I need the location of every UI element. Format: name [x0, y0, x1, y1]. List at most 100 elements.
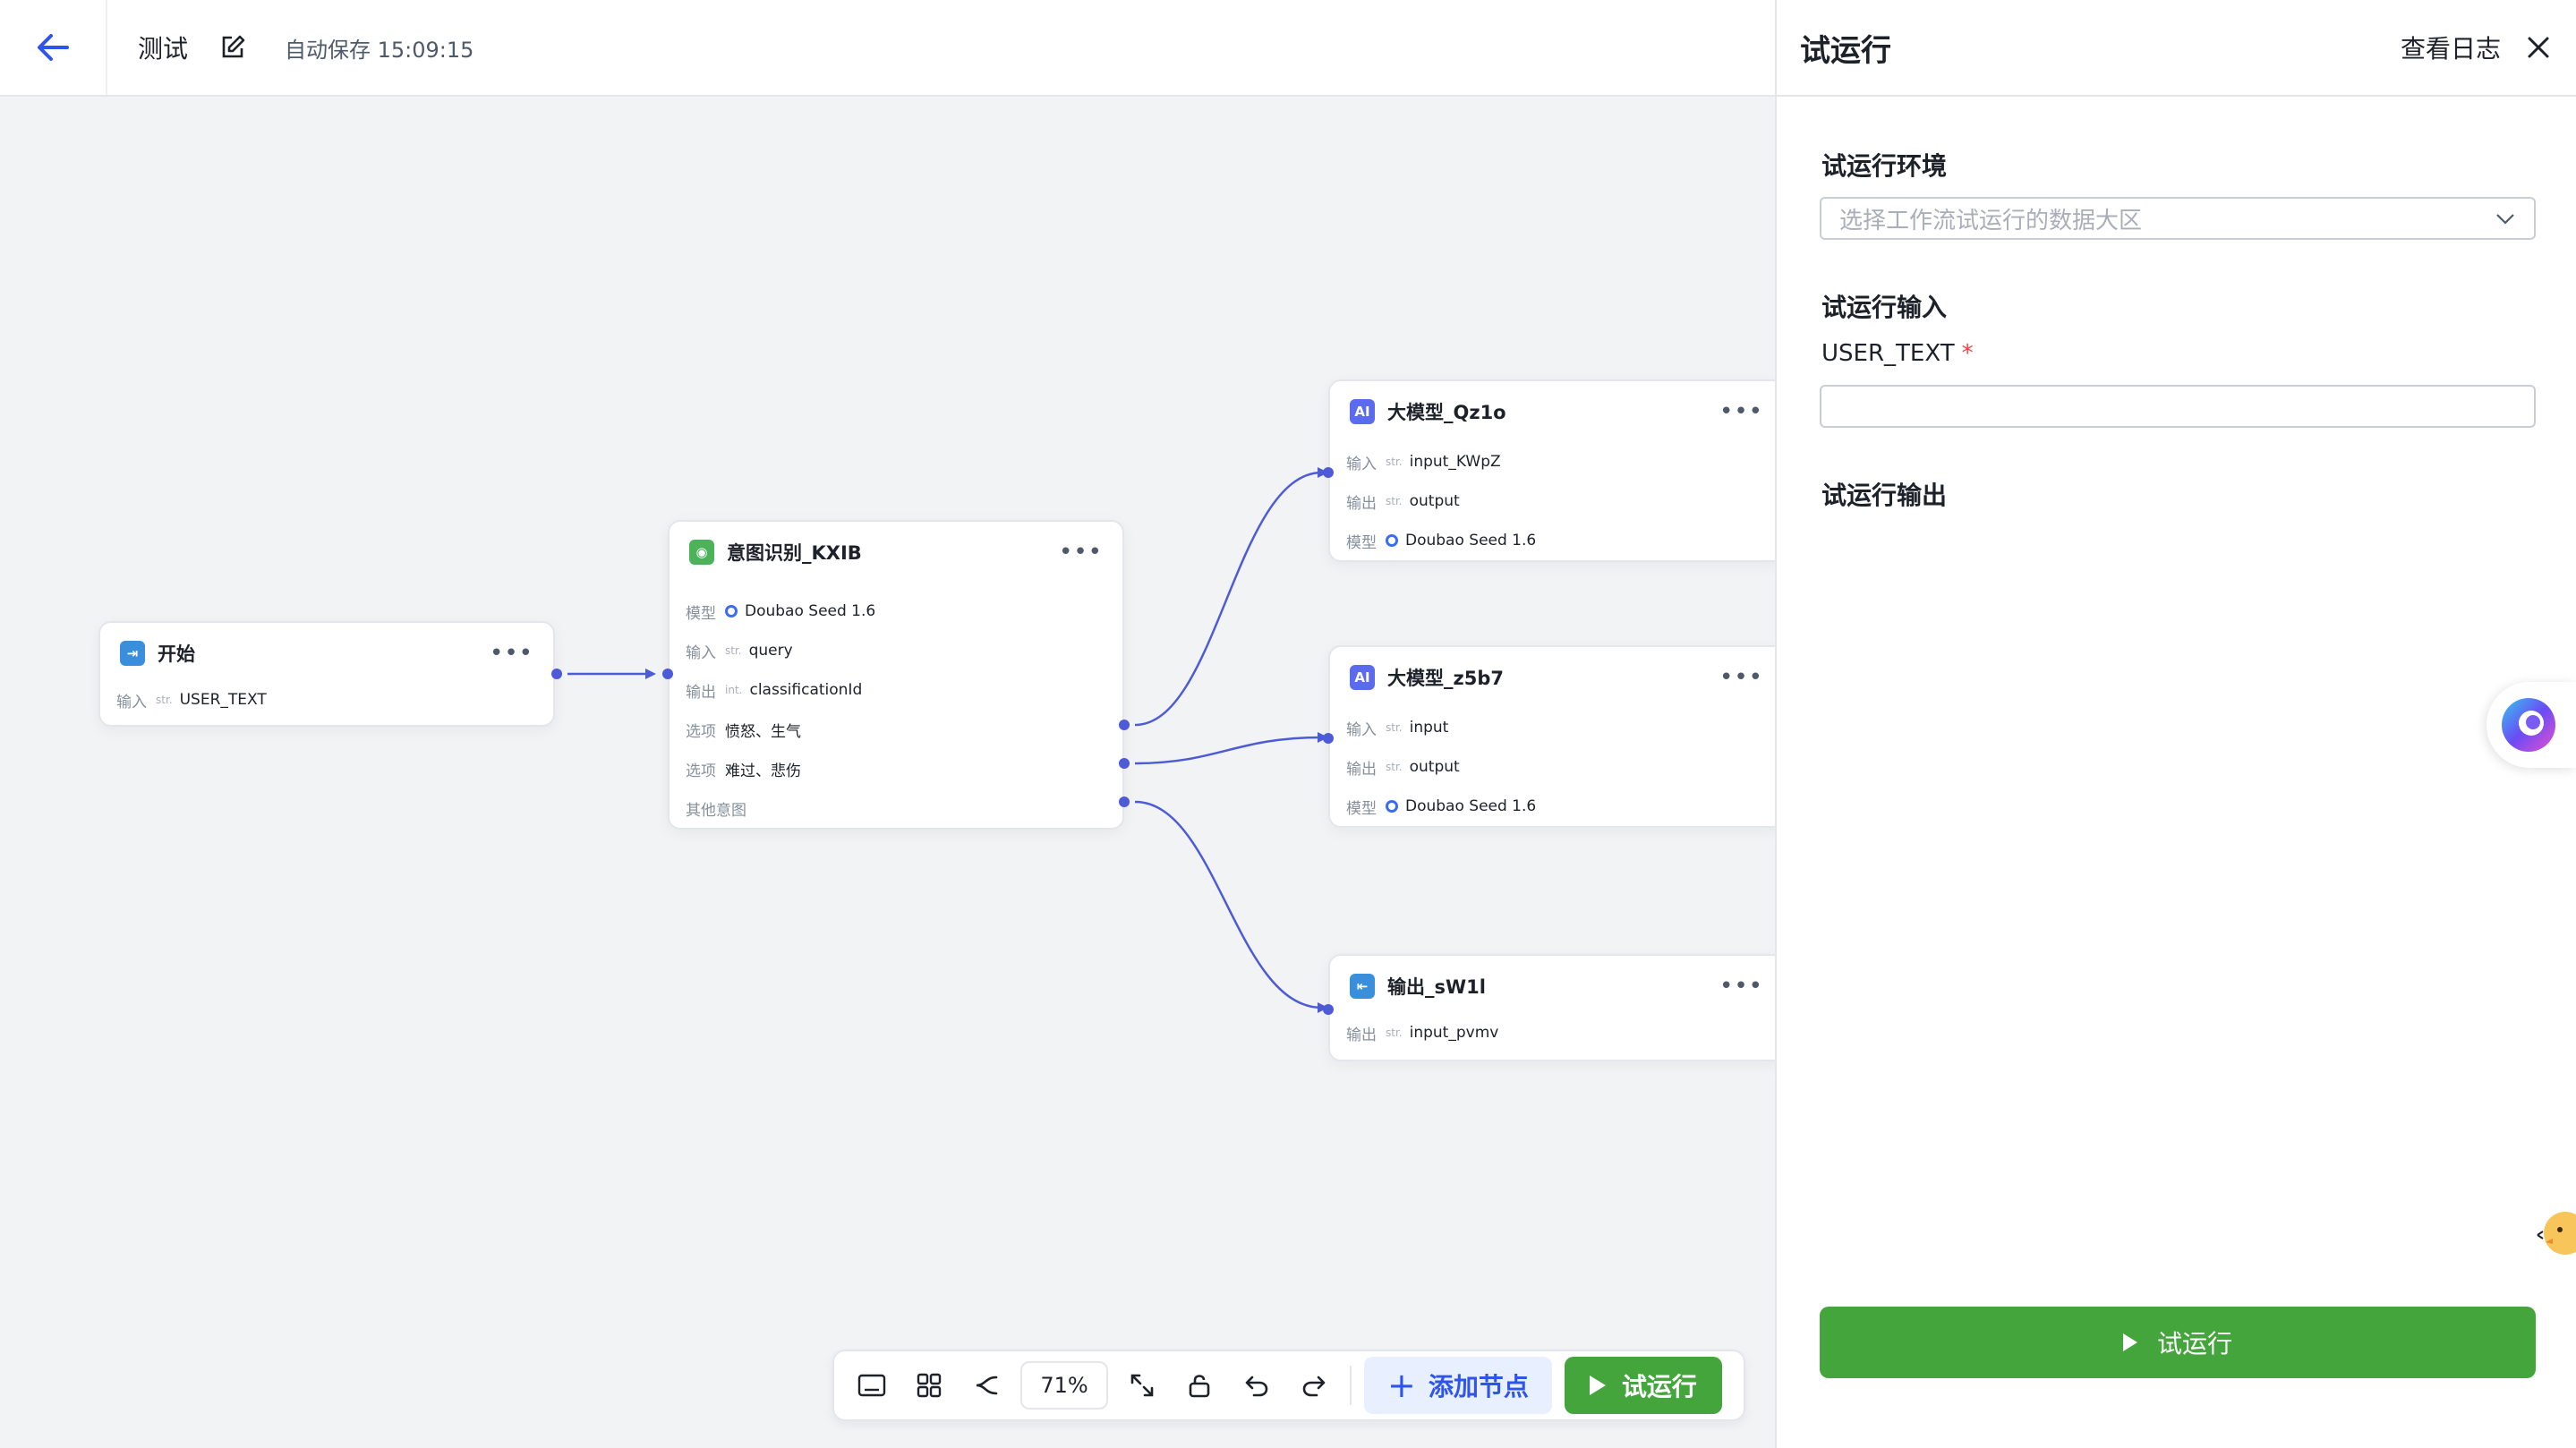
minimap-button[interactable] [843, 1357, 900, 1414]
row-label: 输入 [686, 643, 716, 662]
row-value: Doubao Seed 1.6 [1405, 532, 1537, 549]
mascot-icon [2537, 1212, 2576, 1255]
toolbar-divider [1350, 1366, 1352, 1405]
line-style-button[interactable] [958, 1357, 1015, 1414]
edit-title-button[interactable] [217, 31, 249, 64]
model-icon [725, 605, 738, 618]
node-output-sw1l[interactable]: ⇤ 输出_sW1l ••• 输出 str. input_pvmv [1323, 954, 1775, 1061]
option-value: 愤怒、生气 [725, 722, 801, 741]
more-icon[interactable]: ••• [1719, 973, 1763, 1000]
redo-icon [1302, 1376, 1326, 1397]
row-value: output [1409, 492, 1460, 510]
node-title: 开始 [158, 643, 195, 665]
expand-icon [1130, 1374, 1154, 1397]
arrowhead-intent [645, 669, 656, 679]
arrow-left-icon [38, 34, 69, 61]
input-port[interactable] [1323, 1004, 1334, 1015]
node-intent[interactable]: ◉ 意图识别_KXIB ••• 模型 Doubao Seed 1.6 输入 st… [662, 520, 1130, 830]
undo-icon [1245, 1376, 1268, 1397]
option2-port[interactable] [1119, 758, 1130, 769]
row-label: 输入 [116, 693, 147, 711]
row-label: 输入 [1346, 720, 1377, 739]
assistant-float-button[interactable] [2486, 682, 2576, 768]
user-text-input[interactable] [1820, 385, 2536, 428]
node-start[interactable]: ⇥ 开始 ••• 输入 str. USER_TEXT [98, 621, 562, 727]
mascot-float[interactable] [2535, 1199, 2576, 1262]
row-value: input_KWpZ [1409, 453, 1501, 471]
model-icon [1386, 534, 1398, 547]
run-label: 试运行 [1621, 1372, 1697, 1401]
other-intent-label: 其他意图 [686, 801, 746, 820]
type-tag: int. [725, 684, 743, 696]
unlock-icon [1189, 1375, 1210, 1398]
canvas-toolbar: 71% + 添加节点 试运行 [832, 1350, 1745, 1421]
redo-button[interactable] [1285, 1357, 1343, 1414]
top-header: 测试 自动保存 15:09:15 [0, 0, 1775, 97]
auto-layout-button[interactable] [900, 1357, 958, 1414]
option1-port[interactable] [1119, 720, 1130, 730]
type-tag: str. [725, 644, 742, 657]
row-value: query [748, 642, 793, 660]
lock-button[interactable] [1171, 1357, 1228, 1414]
row-value: classificationId [749, 681, 863, 699]
node-llm-z5b7[interactable]: AI 大模型_z5b7 ••• 输入 str. input 输出 str. ou… [1323, 645, 1775, 828]
close-icon [2528, 37, 2549, 58]
env-select[interactable]: 选择工作流试运行的数据大区 [1820, 197, 2536, 240]
more-icon[interactable]: ••• [489, 640, 533, 667]
edge-intent-output [1134, 800, 1323, 1009]
row-label: 输出 [1346, 494, 1377, 513]
zoom-level[interactable]: 71% [1020, 1361, 1108, 1410]
chevron-down-icon [2496, 214, 2514, 225]
more-icon[interactable]: ••• [1719, 664, 1763, 691]
row-label: 输出 [1346, 760, 1377, 779]
other-port[interactable] [1119, 796, 1130, 807]
field-name: USER_TEXT [1821, 340, 1955, 367]
type-tag: str. [1386, 495, 1403, 507]
row-label: 模型 [1346, 799, 1377, 818]
undo-button[interactable] [1228, 1357, 1285, 1414]
row-value: input_pvmv [1409, 1024, 1499, 1042]
intent-icon: ◉ [689, 540, 714, 565]
output-port[interactable] [551, 669, 562, 679]
minimap-icon [857, 1374, 886, 1397]
node-llm-qz1o[interactable]: AI 大模型_Qz1o ••• 输入 str. input_KWpZ 输出 st… [1323, 379, 1775, 562]
row-label: 选项 [686, 762, 716, 780]
back-button[interactable] [0, 0, 107, 95]
assistant-logo-icon [2502, 698, 2555, 752]
start-icon: ⇥ [120, 641, 145, 666]
input-port[interactable] [1323, 467, 1334, 478]
output-section-label: 试运行输出 [1821, 481, 1948, 510]
type-tag: str. [1386, 1026, 1403, 1039]
option-value: 难过、悲伤 [725, 762, 801, 780]
more-icon[interactable]: ••• [1058, 539, 1103, 566]
row-value: USER_TEXT [179, 691, 267, 709]
more-icon[interactable]: ••• [1719, 398, 1763, 425]
close-panel-button[interactable] [2522, 31, 2555, 64]
curve-line-icon [976, 1376, 998, 1395]
row-value: Doubao Seed 1.6 [745, 602, 876, 620]
workflow-canvas[interactable]: ⇥ 开始 ••• 输入 str. USER_TEXT ◉ 意图识别_KXIB •… [0, 97, 1775, 1448]
toolbar-run-button[interactable]: 试运行 [1564, 1357, 1722, 1414]
edge-intent-llm2 [1134, 736, 1323, 765]
row-label: 输出 [1346, 1026, 1377, 1044]
panel-run-button[interactable]: 试运行 [1820, 1307, 2536, 1378]
view-log-link[interactable]: 查看日志 [2400, 34, 2501, 64]
row-label: 选项 [686, 722, 716, 741]
model-icon [1386, 800, 1398, 813]
node-title: 大模型_Qz1o [1387, 402, 1506, 423]
autosave-status: 自动保存 15:09:15 [285, 37, 474, 63]
type-tag: str. [1386, 456, 1403, 468]
test-run-panel: 试运行 查看日志 试运行环境 选择工作流试运行的数据大区 试运行输入 USER_… [1775, 0, 2576, 1448]
row-label: 模型 [686, 604, 716, 623]
zoom-value: 71% [1040, 1373, 1088, 1398]
node-title: 输出_sW1l [1387, 976, 1486, 998]
add-node-button[interactable]: + 添加节点 [1364, 1357, 1552, 1414]
add-node-label: 添加节点 [1428, 1372, 1529, 1401]
env-section-label: 试运行环境 [1821, 151, 1948, 181]
env-select-placeholder: 选择工作流试运行的数据大区 [1839, 207, 2143, 234]
input-port[interactable] [1323, 733, 1334, 744]
fit-view-button[interactable] [1113, 1357, 1171, 1414]
row-label: 输出 [686, 683, 716, 702]
panel-run-label: 试运行 [2156, 1329, 2232, 1359]
input-port[interactable] [662, 669, 673, 679]
